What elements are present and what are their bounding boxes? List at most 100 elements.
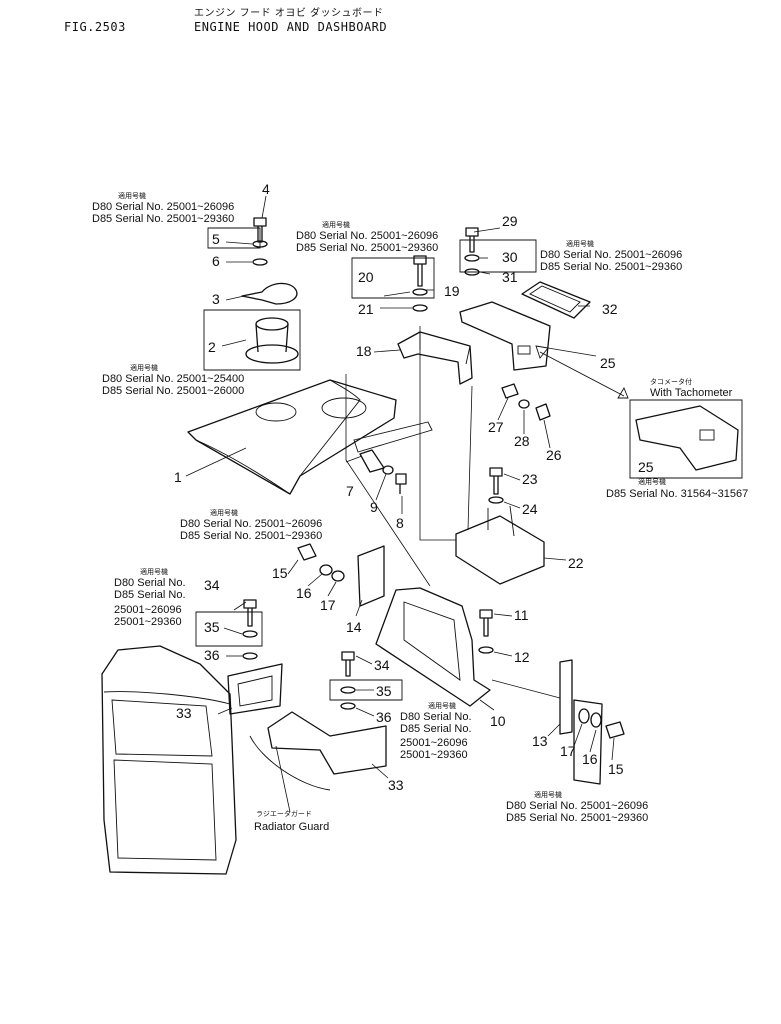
serial-note-4-d80: D80 Serial No. 25001~25400 [102, 373, 244, 385]
callout-13: 13 [532, 733, 548, 749]
guard-label-jp: ラジエータガード [256, 809, 312, 818]
callout-34b: 34 [374, 657, 390, 673]
callout-17b: 17 [560, 743, 576, 759]
gauge-cover [521, 281, 591, 319]
tacho-arrow-line [539, 351, 625, 397]
serial-note-7-d85: D85 Serial No. [400, 723, 472, 735]
switch-27 [501, 383, 519, 399]
callout-17a: 17 [320, 597, 336, 613]
callout-25a: 25 [600, 355, 616, 371]
switch-26 [535, 403, 551, 421]
callout-35b: 35 [376, 683, 392, 699]
callout-15a: 15 [272, 565, 288, 581]
serial-note-8-d85: D85 Serial No. 25001~29360 [506, 812, 648, 824]
serial-note-3-d80: D80 Serial No. 25001~26096 [540, 249, 682, 261]
serial-note-7-range1: 25001~26096 [400, 737, 468, 749]
tacho-arrow-head-2 [617, 386, 629, 399]
instrument-panel [459, 301, 551, 371]
serial-note-1-d80: D80 Serial No. 25001~26096 [92, 201, 234, 213]
callout-28: 28 [514, 433, 530, 449]
hood-latch [359, 449, 385, 473]
bolt-8 [395, 473, 407, 494]
washer-31 [464, 268, 480, 276]
callout-7: 7 [346, 483, 354, 499]
serial-note-7-d80: D80 Serial No. [400, 711, 472, 723]
washer-17-left [331, 570, 345, 582]
bolt-34-left [243, 599, 257, 627]
serial-note-3-d85: D85 Serial No. 25001~29360 [540, 261, 682, 273]
callout-23: 23 [522, 471, 538, 487]
callout-18: 18 [356, 343, 372, 359]
applic-label-5: 適用号機 [210, 508, 238, 517]
washer-28 [518, 399, 530, 409]
dashboard-frame [397, 331, 473, 385]
washer-17-right [578, 708, 590, 724]
washer-30 [464, 254, 480, 262]
radiator-guard-label: Radiator Guard [254, 821, 329, 833]
group-box-30 [459, 239, 537, 273]
serial-note-2-d85: D85 Serial No. 25001~29360 [296, 242, 438, 254]
exhaust-pipe [245, 317, 299, 364]
applic-label-8: 適用号機 [534, 790, 562, 799]
bolt-19 [413, 255, 427, 287]
tacho-label: With Tachometer [650, 387, 733, 399]
group-box-5 [207, 227, 261, 249]
bolt-4 [253, 217, 267, 243]
washer-9 [382, 465, 394, 475]
callout-2: 2 [208, 339, 216, 355]
callout-27: 27 [488, 419, 504, 435]
callout-8: 8 [396, 515, 404, 531]
tacho-label-jp: タコメータ付 [650, 377, 692, 386]
washer-35-left [242, 630, 258, 638]
callout-33b: 33 [388, 777, 404, 793]
callout-19: 19 [444, 283, 460, 299]
tacho-panel [635, 405, 739, 471]
bolt-15-left [297, 543, 317, 561]
bolt-15-right [605, 721, 625, 739]
washer-21 [412, 304, 428, 312]
callout-33a: 33 [176, 705, 192, 721]
bolt-11 [479, 609, 493, 637]
callout-24: 24 [522, 501, 538, 517]
dash-bracket [375, 587, 491, 707]
callout-36a: 36 [204, 647, 220, 663]
callout-14: 14 [346, 619, 362, 635]
tacho-serial: D85 Serial No. 31564~31567 [606, 488, 748, 500]
callout-36b: 36 [376, 709, 392, 725]
bolt-29 [465, 227, 479, 253]
serial-note-5-d80: D80 Serial No. 25001~26096 [180, 518, 322, 530]
bolt-23 [489, 467, 503, 495]
applic-label-6: 適用号機 [140, 567, 168, 576]
pipe-clamp [241, 282, 298, 305]
cover-plate-13b [573, 699, 603, 785]
callout-11: 11 [514, 607, 529, 623]
callout-12: 12 [514, 649, 530, 665]
serial-note-8-d80: D80 Serial No. 25001~26096 [506, 800, 648, 812]
callout-6: 6 [212, 253, 220, 269]
washer-6 [252, 258, 268, 266]
callout-1: 1 [174, 469, 182, 485]
callout-29: 29 [502, 213, 518, 229]
callout-9: 9 [370, 499, 378, 515]
serial-note-6-d85: D85 Serial No. [114, 589, 186, 601]
callout-31: 31 [502, 269, 518, 285]
group-box-2 [203, 309, 301, 371]
figure-number: FIG.2503 [64, 20, 126, 34]
serial-note-7-range2: 25001~29360 [400, 749, 468, 761]
engine-hood [187, 379, 433, 495]
cover-plate-14 [357, 545, 385, 607]
serial-note-4-d85: D85 Serial No. 25001~26000 [102, 385, 244, 397]
washer-20 [412, 288, 428, 296]
serial-note-6-range1: 25001~26096 [114, 604, 182, 616]
washer-16-left [319, 564, 333, 576]
leader-lines [185, 195, 615, 813]
callout-35a: 35 [204, 619, 220, 635]
callout-3: 3 [212, 291, 220, 307]
applic-label-1: 適用号機 [118, 191, 146, 200]
washer-35-right [340, 686, 356, 694]
callout-16a: 16 [296, 585, 312, 601]
washer-12 [478, 646, 494, 654]
group-box-35-right [329, 679, 403, 701]
callout-21: 21 [358, 301, 374, 317]
